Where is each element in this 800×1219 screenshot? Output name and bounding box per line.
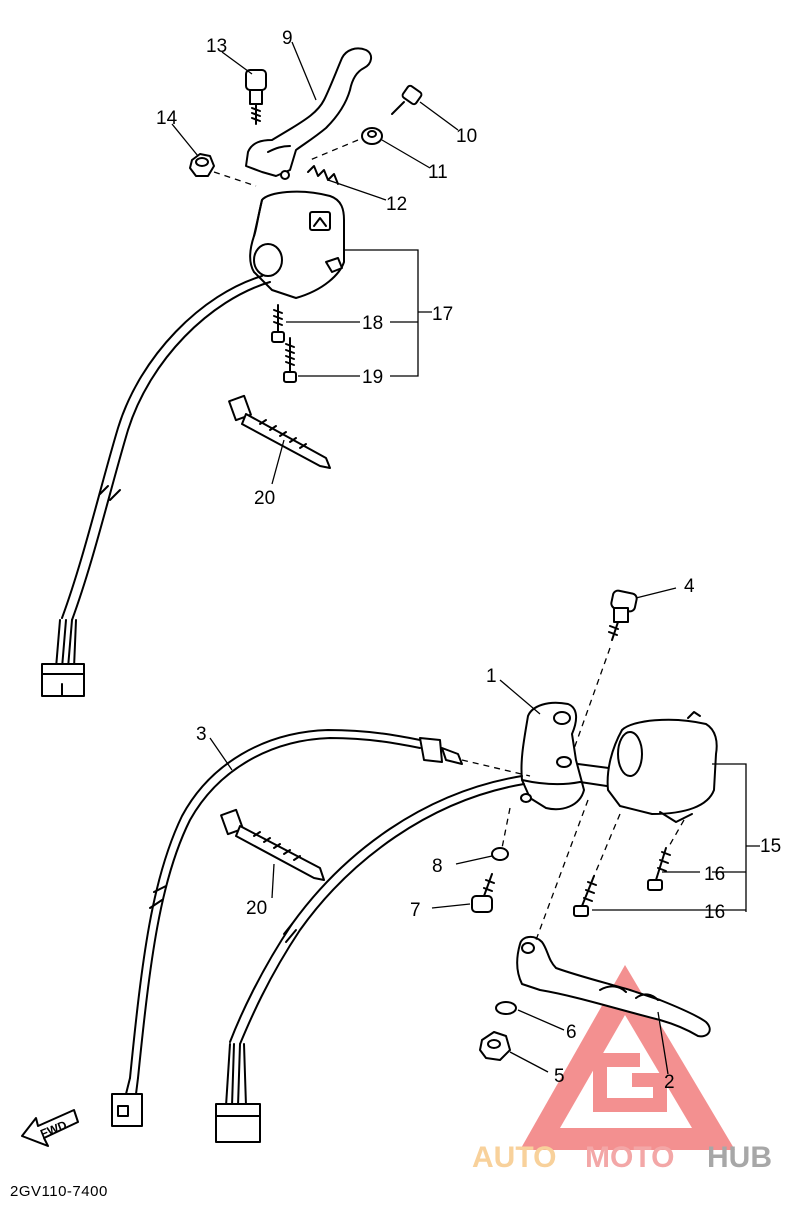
callout-19: 19 (362, 367, 383, 388)
nut-11 (361, 127, 383, 145)
nut-5 (479, 1031, 511, 1061)
screw-10 (391, 84, 423, 115)
cable-tie-20-lower (220, 808, 325, 881)
callout-16-lower: 16 (704, 902, 725, 923)
callout-20-upper: 20 (254, 488, 275, 509)
spring-12 (307, 165, 339, 185)
callout-11: 11 (428, 162, 448, 183)
left-handlebar-switch-17 (249, 190, 345, 299)
logo-text-auto: AUTO (472, 1141, 556, 1174)
callout-1: 1 (486, 666, 497, 687)
bolt-13 (245, 69, 267, 125)
logo-text-hub: HUB (707, 1141, 772, 1174)
cable-tie-20-upper (228, 394, 331, 469)
screw-16-upper (647, 847, 671, 891)
brake-lever-9 (245, 47, 372, 180)
callout-5: 5 (554, 1066, 565, 1087)
callout-18: 18 (362, 313, 383, 334)
callout-8: 8 (432, 856, 443, 877)
right-switch-wire-harness (215, 775, 525, 1143)
lever-holder-1 (520, 701, 585, 811)
callout-15: 15 (760, 836, 781, 857)
cable-3 (111, 729, 531, 1127)
callout-12: 12 (386, 194, 407, 215)
callout-16-upper: 16 (704, 864, 725, 885)
callout-20-lower: 20 (246, 898, 267, 919)
clutch-lever-2 (516, 936, 711, 1038)
callout-10: 10 (456, 126, 477, 147)
screw-18 (271, 304, 285, 343)
bolt-7 (471, 873, 495, 913)
callout-7: 7 (410, 900, 421, 921)
callout-6: 6 (566, 1022, 577, 1043)
right-handlebar-switch-15 (606, 711, 718, 823)
diagram-code: 2GV110-7400 (10, 1183, 108, 1200)
callout-13: 13 (206, 36, 227, 57)
callout-3: 3 (196, 724, 207, 745)
automotohub-logo: AUTO MOTO HUB (472, 965, 772, 1174)
callout-17: 17 (432, 304, 453, 325)
collar-6 (495, 1001, 517, 1015)
callout-9: 9 (282, 28, 293, 49)
logo-text-moto: MOTO (585, 1141, 674, 1174)
callout-4: 4 (684, 576, 695, 597)
left-switch-wire-harness (41, 275, 271, 697)
callout-14: 14 (156, 108, 178, 129)
bolt-4 (608, 589, 638, 641)
washer-8 (491, 847, 509, 861)
nut-14 (189, 153, 215, 177)
screw-19 (283, 337, 297, 383)
fwd-label: FWD (38, 1118, 69, 1141)
forward-direction-arrow: FWD (21, 1109, 79, 1147)
callout-2: 2 (664, 1072, 675, 1093)
screw-16-lower (573, 875, 597, 917)
